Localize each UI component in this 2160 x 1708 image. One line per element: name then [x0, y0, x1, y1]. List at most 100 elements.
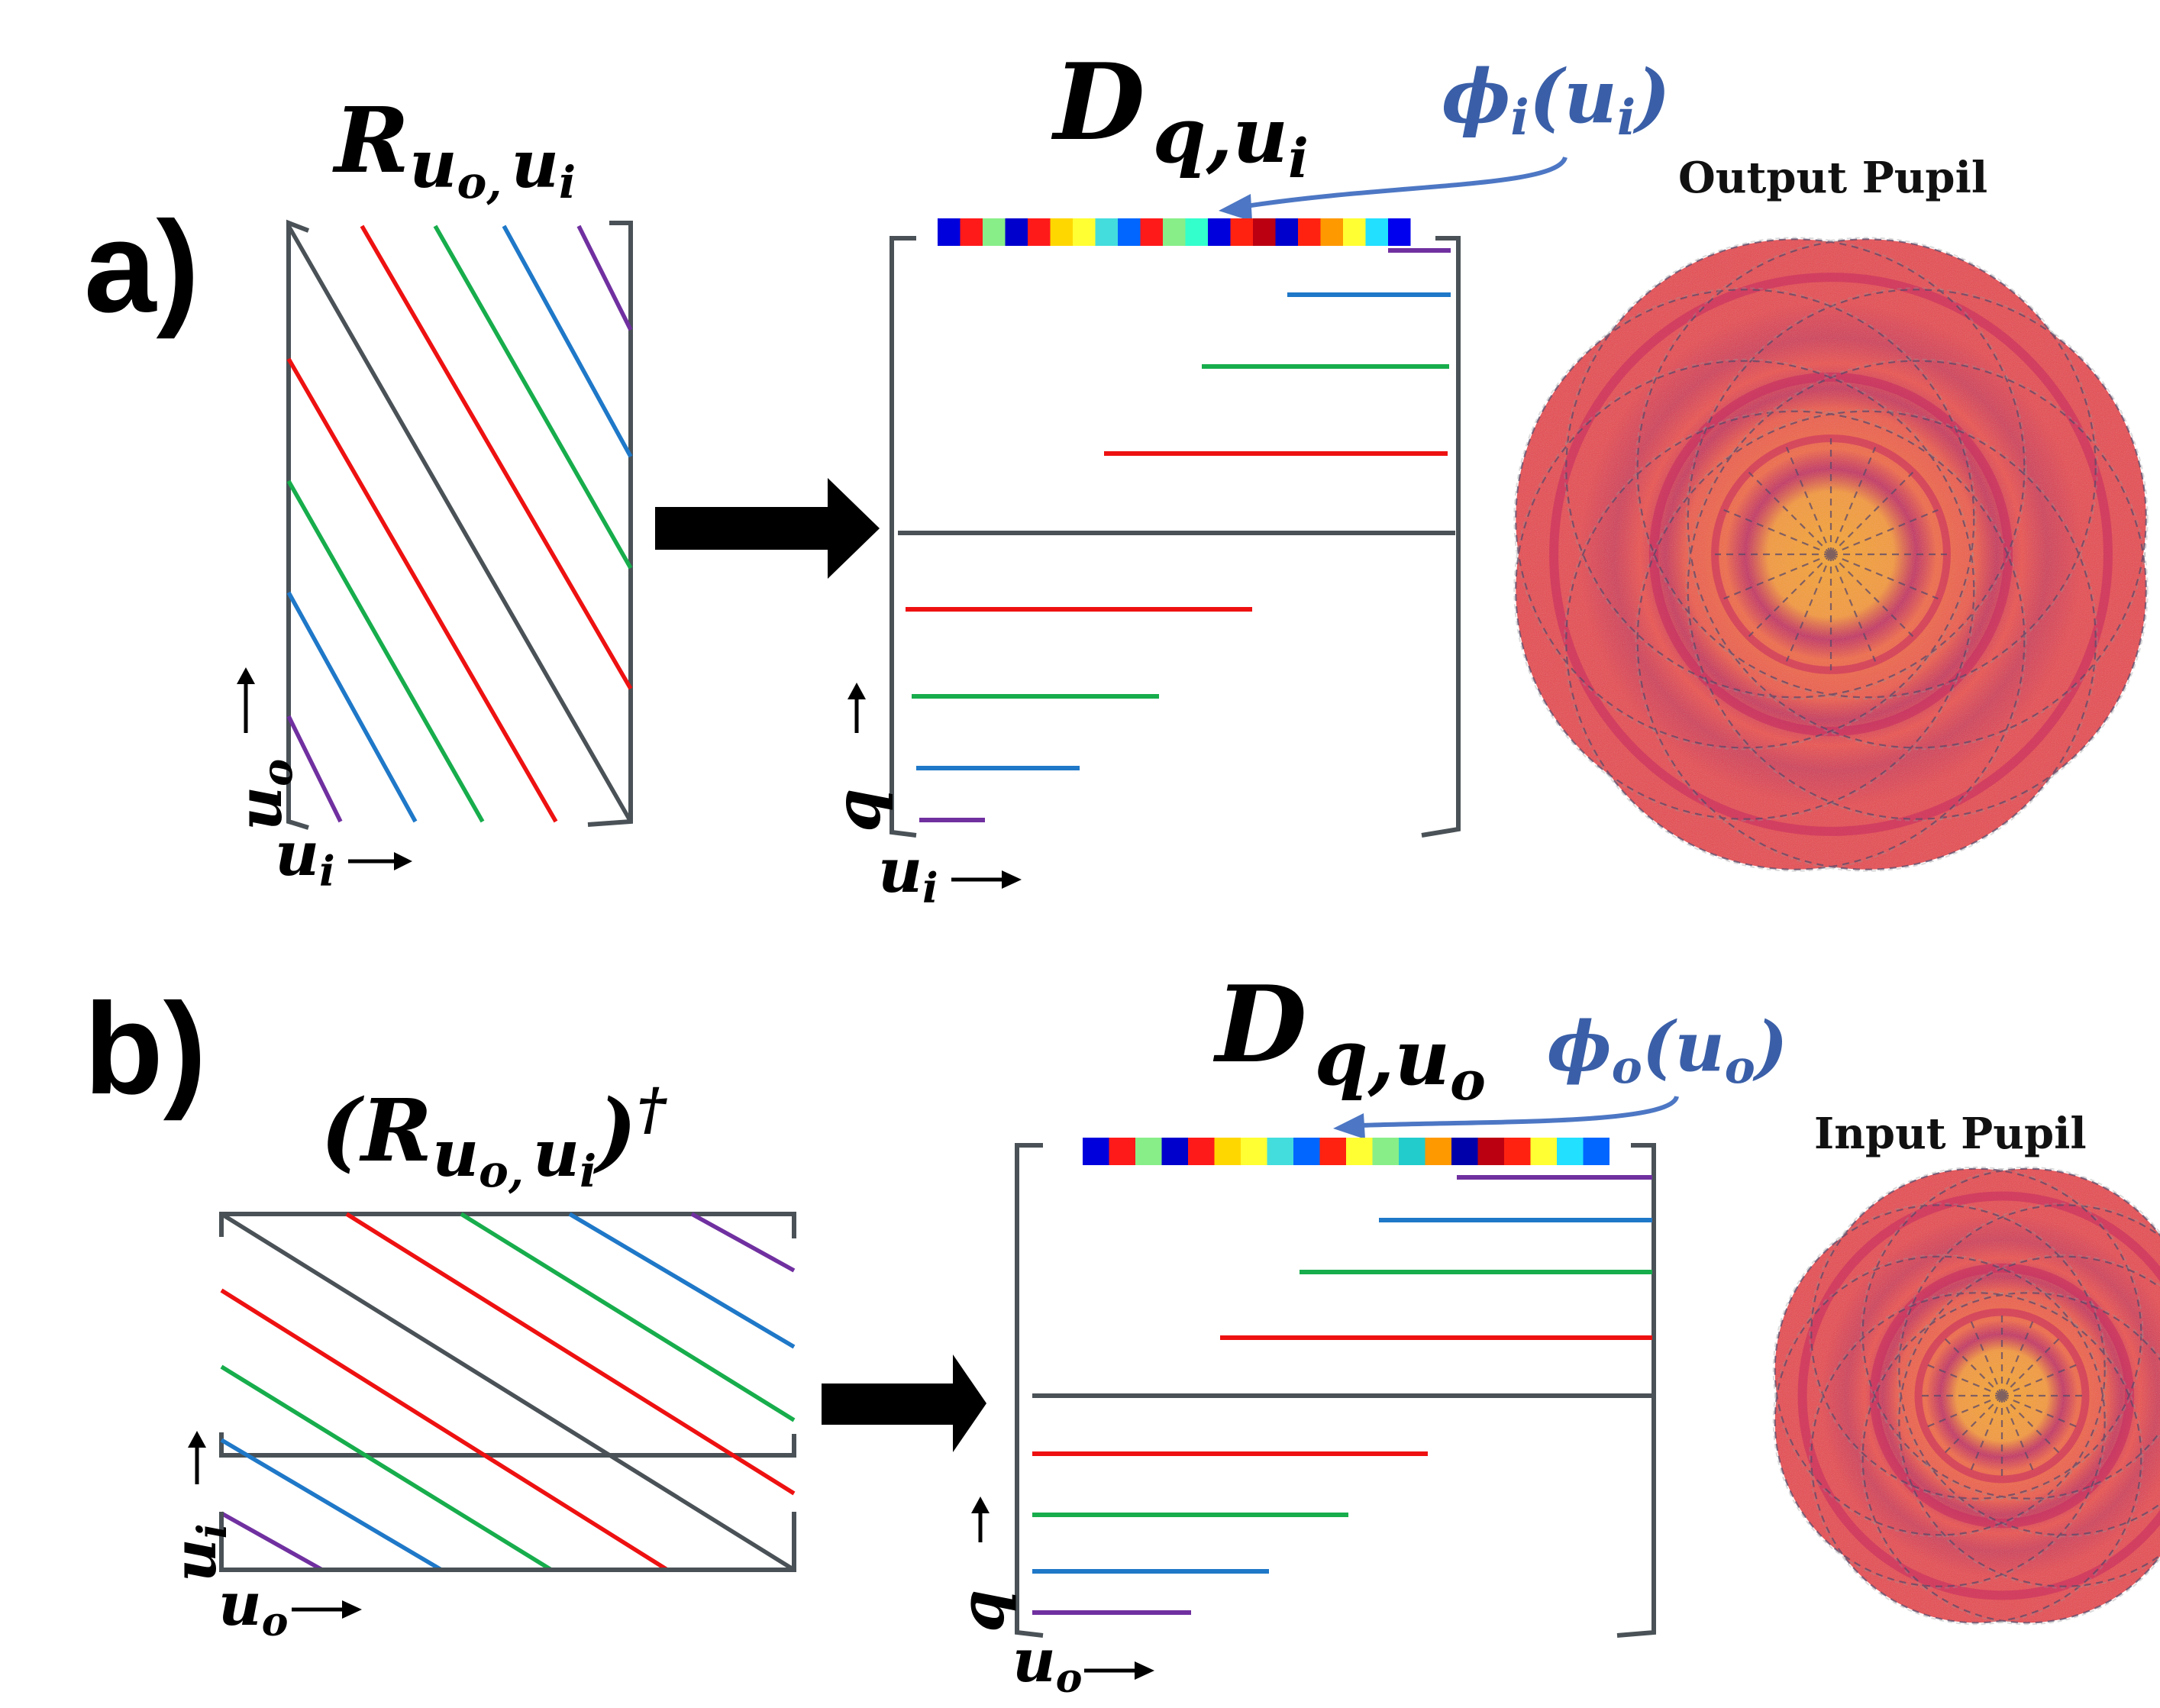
b-diag-red-top	[345, 1212, 796, 1496]
phase-cell	[983, 218, 1006, 246]
phase-cell	[960, 218, 983, 246]
b-bracket-bottom	[219, 1432, 796, 1458]
phase-cell	[1530, 1138, 1557, 1165]
phase-cell	[1293, 1138, 1320, 1165]
phase-cell	[1208, 218, 1231, 246]
diag-blue-bottom	[286, 591, 418, 823]
panel-a-phase-pointer-head	[1219, 194, 1252, 221]
b-bracket-left	[219, 1212, 796, 1238]
panel-b-result-rows	[1032, 1175, 1652, 1615]
panel-b-phase-pointer	[1358, 1095, 1679, 1128]
phase-cell	[1073, 218, 1096, 246]
b-diag-purple-top	[690, 1212, 796, 1273]
phase-cell	[1425, 1138, 1451, 1165]
b-axis-label-uo: uo	[1012, 1626, 1082, 1702]
axis-label-q: q	[822, 789, 895, 832]
pupil-grid	[1515, 238, 2147, 870]
panel-b-pupil-label: Input Pupil	[1814, 1109, 2087, 1159]
panel-a: a) Ruo,ui uo	[84, 40, 2149, 912]
panel-a-right-axes: q ui	[822, 683, 1022, 912]
phase-cell	[1504, 1138, 1531, 1165]
matrix-sub-i: u	[512, 126, 560, 203]
phase-cell	[1214, 1138, 1241, 1165]
panel-a-result-rows	[898, 248, 1455, 822]
phase-cell	[1185, 218, 1208, 246]
phase-cell	[1320, 218, 1343, 246]
phase-cell	[1083, 1138, 1109, 1165]
panel-a-phase-pointer	[1245, 156, 1568, 208]
phase-cell	[1451, 1138, 1478, 1165]
diag-red-top	[360, 224, 633, 690]
phase-cell	[1298, 218, 1321, 246]
axis-arrow-right-head	[394, 852, 412, 870]
phase-cell	[1388, 218, 1411, 246]
axis-label-vertical: uo	[224, 759, 302, 831]
phase-cell	[1135, 1138, 1162, 1165]
phase-cell	[1161, 1138, 1188, 1165]
panel-b-phase-label: ϕo(uo)	[1547, 1006, 1787, 1094]
phase-cell	[1163, 218, 1186, 246]
result-bracket-right	[1421, 236, 1461, 838]
phase-cell	[1583, 1138, 1610, 1165]
phase-cell	[1477, 1138, 1504, 1165]
b-axis-label-q: q	[946, 1590, 1018, 1632]
phase-cell	[1241, 1138, 1267, 1165]
panel-b-phase-pointer-head	[1333, 1113, 1365, 1139]
panel-b-phase-bar	[1083, 1138, 1610, 1165]
panel-a-diagonals	[286, 224, 633, 823]
matrix-symbol: R	[332, 87, 409, 193]
phase-cell	[1275, 218, 1298, 246]
pupil-grid	[1774, 1167, 2160, 1624]
matrix-sub-o: u	[409, 126, 457, 203]
panel-b: b) (Ruo,ui)† ui	[84, 962, 2160, 1702]
phase-cell	[1095, 218, 1118, 246]
b-diag-blue-bottom	[220, 1438, 443, 1572]
panel-a-left-axes: uo ui	[224, 667, 412, 896]
phase-cell	[1319, 1138, 1346, 1165]
bracket-left-top	[286, 219, 310, 830]
input-pupil	[1772, 1166, 2160, 1626]
panel-a-phase-label: ϕi(ui)	[1442, 53, 1671, 147]
axis-arrow-up-head	[237, 667, 255, 684]
phase-cell	[1050, 218, 1073, 246]
b-diag-red-bottom	[220, 1288, 669, 1572]
phase-cell	[1365, 218, 1388, 246]
phase-cell	[1140, 218, 1163, 246]
panel-b-left-axes: ui uo	[160, 1431, 362, 1645]
b-axis-label-vertical: ui	[160, 1524, 236, 1582]
panel-b-result-matrix	[1015, 1143, 1656, 1638]
b-diag-blue-top	[568, 1212, 796, 1349]
phase-cell	[1109, 1138, 1135, 1165]
phase-cell	[1267, 1138, 1293, 1165]
panel-b-matrix-title: (Ruo,ui)†	[321, 1077, 667, 1197]
panel-a-phase-bar	[938, 218, 1411, 246]
panel-a-transform-arrow	[655, 478, 880, 579]
phase-cell	[1118, 218, 1141, 246]
output-pupil	[1513, 237, 2149, 872]
diag-purple-top	[576, 224, 633, 331]
diag-green-bottom	[286, 479, 485, 823]
panel-b-diagonals	[219, 1212, 796, 1572]
panel-a-result-matrix	[890, 236, 1461, 838]
axis-label-horizontal: ui	[275, 818, 335, 896]
b-diag-green-bottom	[220, 1364, 553, 1572]
phase-cell	[1399, 1138, 1425, 1165]
phase-cell	[1028, 218, 1051, 246]
panel-a-matrix-title: Ruo,ui	[332, 87, 576, 208]
diag-gray-main	[286, 224, 633, 823]
b-bracket-lower	[219, 1512, 796, 1572]
panel-a-pupil-label: Output Pupil	[1678, 153, 1987, 203]
b-diag-gray-main	[220, 1212, 796, 1572]
phase-cell	[1343, 218, 1366, 246]
phase-cell	[1372, 1138, 1399, 1165]
panel-a-label: a)	[84, 195, 199, 340]
panel-b-right-axes: q uo	[946, 1497, 1154, 1702]
panel-b-transform-arrow	[822, 1354, 986, 1452]
panel-a-matrix	[286, 219, 633, 830]
b-diag-purple-bottom	[220, 1511, 324, 1572]
result-bracket-left	[890, 236, 917, 838]
phase-cell	[1253, 218, 1276, 246]
